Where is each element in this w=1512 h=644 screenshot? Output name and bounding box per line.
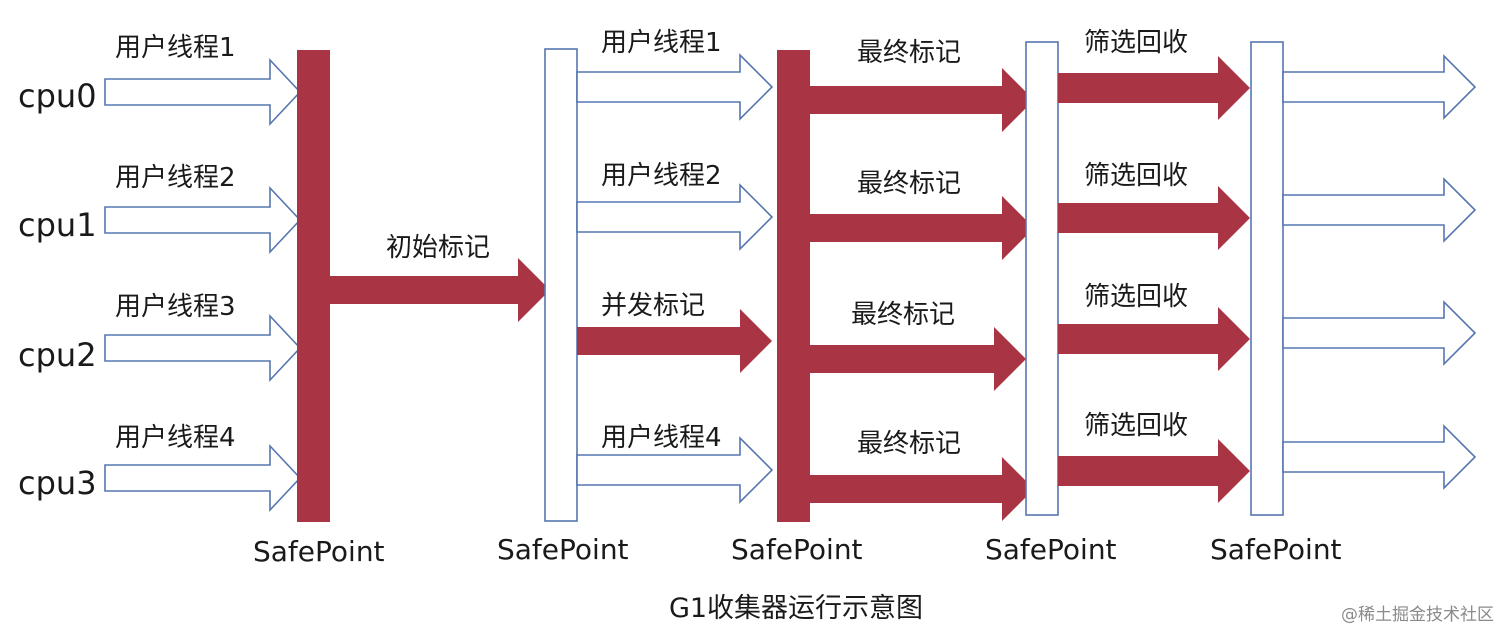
stage1-arrows bbox=[104, 57, 302, 513]
stage1-arrow-cpu0 bbox=[104, 57, 302, 127]
safepoint-label-3: SafePoint bbox=[731, 533, 863, 566]
stage1-label-2: 用户线程2 bbox=[115, 163, 236, 193]
stage3-label-2: 最终标记 bbox=[857, 169, 961, 199]
cpu-label-0: cpu0 bbox=[18, 77, 97, 115]
stage2-arrow-4 bbox=[576, 436, 774, 504]
stage2-label-1: 用户线程1 bbox=[601, 28, 722, 58]
stage4-label-4: 筛选回收 bbox=[1084, 411, 1188, 441]
stage4-arrow-3 bbox=[1058, 307, 1250, 371]
stage3-arrow-2 bbox=[810, 196, 1034, 260]
safepoint-label-4: SafePoint bbox=[985, 533, 1117, 566]
cpu-label-1: cpu1 bbox=[18, 206, 97, 244]
stage1-label-3: 用户线程3 bbox=[115, 292, 236, 322]
stage3-arrow-1 bbox=[810, 68, 1034, 132]
stage5-arrows bbox=[1282, 54, 1477, 490]
stage4-arrow-2 bbox=[1058, 186, 1250, 250]
stage3-label-4: 最终标记 bbox=[857, 429, 961, 459]
safepoint-bar-3 bbox=[777, 50, 810, 522]
stage4-arrow-1 bbox=[1058, 56, 1250, 120]
stage2-label-3: 并发标记 bbox=[601, 291, 705, 321]
cpu-label-3: cpu3 bbox=[18, 464, 97, 502]
stage4-label-2: 筛选回收 bbox=[1084, 161, 1188, 191]
stage4-label-3: 筛选回收 bbox=[1084, 282, 1188, 312]
stage3-label-1: 最终标记 bbox=[857, 38, 961, 68]
stage5-arrow-3 bbox=[1282, 300, 1477, 366]
stage4-arrow-4 bbox=[1058, 439, 1250, 503]
stage1-arrow-cpu2 bbox=[104, 313, 302, 383]
safepoint-bar-2 bbox=[544, 48, 578, 522]
stage1-label-4: 用户线程4 bbox=[115, 423, 236, 453]
stage2-label-2: 用户线程2 bbox=[601, 161, 722, 191]
stage3-arrows bbox=[810, 68, 1034, 521]
initial-mark-arrow bbox=[330, 258, 550, 322]
stage3-label-3: 最终标记 bbox=[851, 300, 955, 330]
stage2-arrow-2 bbox=[576, 183, 774, 251]
diagram-title: G1收集器运行示意图 bbox=[669, 593, 923, 624]
stage2-label-4: 用户线程4 bbox=[601, 423, 722, 453]
safepoint-label-1: SafePoint bbox=[253, 535, 385, 568]
stage3-arrow-4 bbox=[810, 457, 1034, 521]
cpu-label-2: cpu2 bbox=[18, 336, 97, 374]
stage1-label-1: 用户线程1 bbox=[115, 33, 236, 63]
stage4-arrows bbox=[1058, 56, 1250, 503]
stage5-arrow-1 bbox=[1282, 54, 1477, 120]
stage1-arrow-cpu1 bbox=[104, 185, 302, 255]
stage2-arrows bbox=[576, 53, 774, 504]
safepoint-bar-5 bbox=[1250, 41, 1284, 516]
initial-mark-label: 初始标记 bbox=[386, 233, 490, 263]
safepoint-label-2: SafePoint bbox=[497, 533, 629, 566]
stage5-arrow-4 bbox=[1282, 424, 1477, 490]
stage2-arrow-concurrent-mark bbox=[577, 309, 772, 373]
stage4-label-1: 筛选回收 bbox=[1084, 28, 1188, 58]
safepoint-bar-4 bbox=[1025, 41, 1059, 516]
stage1-arrow-cpu3 bbox=[104, 443, 302, 513]
stage5-arrow-2 bbox=[1282, 177, 1477, 243]
stage2-arrow-1 bbox=[576, 53, 774, 121]
watermark: @稀土掘金技术社区 bbox=[1341, 605, 1494, 625]
safepoint-label-5: SafePoint bbox=[1210, 533, 1342, 566]
safepoint-bar-1 bbox=[297, 50, 330, 522]
stage3-arrow-3 bbox=[810, 327, 1026, 391]
